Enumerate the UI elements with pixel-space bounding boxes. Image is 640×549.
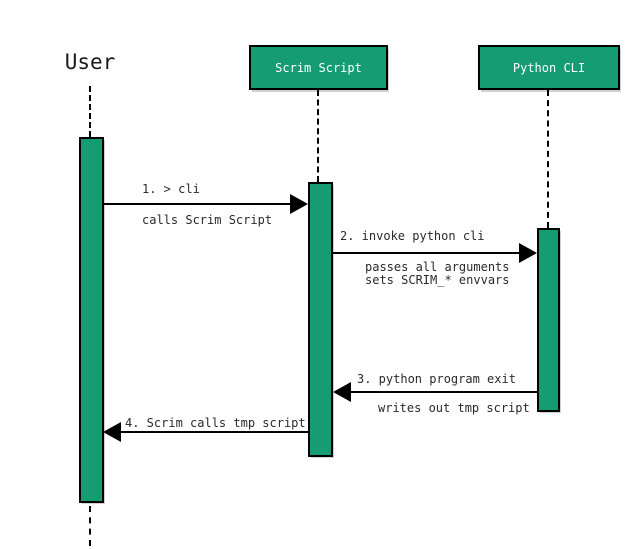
arrowhead-left-icon <box>103 422 121 442</box>
message-2-label: 2. invoke python cli <box>340 229 485 243</box>
message-4-arrow-line <box>119 431 308 433</box>
message-1-arrow-line <box>103 203 294 205</box>
activation-bar-scrim-script <box>308 182 333 457</box>
message-3-note: writes out tmp script <box>378 401 530 415</box>
participant-python-cli-label: Python CLI <box>512 60 586 75</box>
message-3-arrow-line <box>349 391 537 393</box>
participant-user-label: User <box>64 50 116 74</box>
arrowhead-right-icon <box>290 194 308 214</box>
message-2-arrow-line <box>333 252 523 254</box>
arrowhead-left-icon <box>333 382 351 402</box>
lifeline-user-bottom <box>89 506 91 546</box>
arrowhead-right-icon <box>519 243 537 263</box>
participant-scrim-script-box: Scrim Script <box>249 45 388 90</box>
lifeline-scrim-script <box>317 90 319 182</box>
activation-bar-user <box>79 137 104 503</box>
message-4-label: 4. Scrim calls tmp script <box>125 416 306 430</box>
message-1-note: calls Scrim Script <box>142 213 273 227</box>
lifeline-python-cli <box>547 90 549 228</box>
message-3-label: 3. python program exit <box>357 372 516 386</box>
activation-bar-python-cli <box>537 228 560 412</box>
message-1-label: 1. > cli <box>142 182 200 196</box>
message-2-note-1: passes all arguments <box>365 260 510 274</box>
participant-scrim-script-label: Scrim Script <box>275 60 362 75</box>
participant-python-cli-box: Python CLI <box>478 45 620 90</box>
lifeline-user-top <box>89 86 91 137</box>
message-2-note-2: sets SCRIM_* envvars <box>365 273 510 287</box>
